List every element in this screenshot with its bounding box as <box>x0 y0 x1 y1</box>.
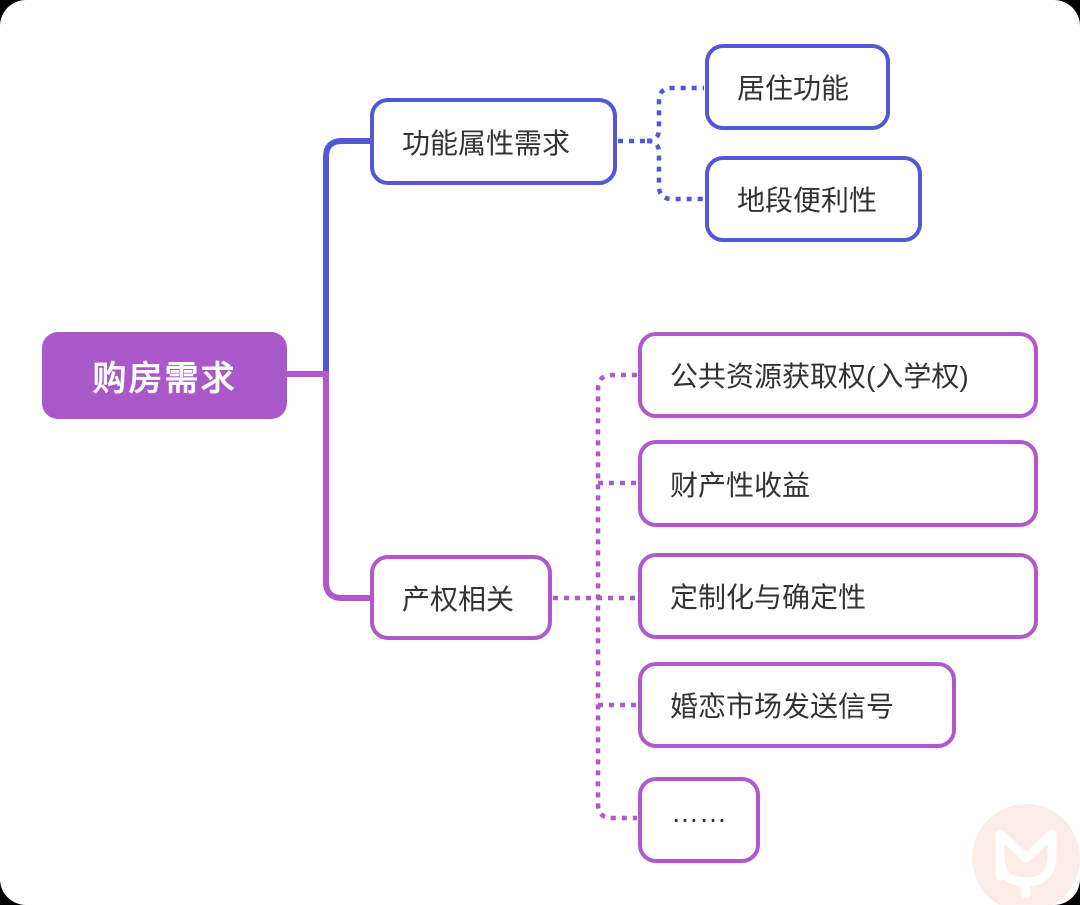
node-label: 财产性收益 <box>670 469 811 501</box>
node-label: 定制化与确定性 <box>670 582 867 613</box>
node-label: …… <box>671 797 727 828</box>
node-label: 居住功能 <box>737 73 850 104</box>
node-label: 地段便利性 <box>737 185 878 216</box>
node-root-label: 购房需求 <box>92 360 237 398</box>
connector-to-living-function <box>646 85 704 144</box>
node-root[interactable]: 购房需求 <box>42 332 287 419</box>
node-living-function[interactable]: 居住功能 <box>705 44 890 130</box>
connector-property-spine <box>595 372 637 821</box>
node-ellipsis[interactable]: …… <box>638 777 760 863</box>
node-customization-certainty[interactable]: 定制化与确定性 <box>638 553 1038 639</box>
node-public-resources[interactable]: 公共资源获取权(入学权) <box>638 332 1038 418</box>
node-label: 公共资源获取权(入学权) <box>670 361 969 392</box>
node-label: 功能属性需求 <box>402 127 571 159</box>
node-marriage-signal[interactable]: 婚恋市场发送信号 <box>638 662 956 748</box>
connector-root-to-functional <box>323 138 372 375</box>
node-location-convenience[interactable]: 地段便利性 <box>705 156 922 242</box>
node-property-income[interactable]: 财产性收益 <box>638 440 1038 527</box>
node-label: 婚恋市场发送信号 <box>670 691 895 722</box>
node-property-rights[interactable]: 产权相关 <box>370 555 552 640</box>
connector-to-location-convenience <box>646 138 704 202</box>
node-label: 产权相关 <box>402 583 515 615</box>
connector-root-to-property <box>287 371 372 601</box>
node-functional-needs[interactable]: 功能属性需求 <box>370 98 617 185</box>
